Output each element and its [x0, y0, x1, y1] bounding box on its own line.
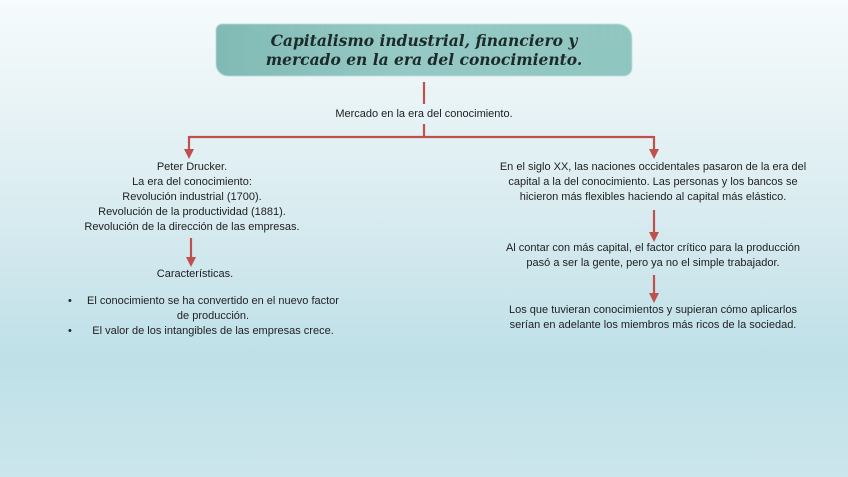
list-item: El conocimiento se ha convertido en el n… [62, 294, 342, 324]
right-node-1: En el siglo XX, las naciones occidentale… [499, 161, 807, 203]
title-banner: Capitalismo industrial, financiero y mer… [216, 24, 632, 76]
left-line-industrial: Revolución industrial (1700). [122, 191, 262, 203]
root-node: Mercado en la era del conocimiento. [335, 108, 513, 120]
left-branch-node: Peter Drucker. La era del conocimiento: … [60, 160, 324, 235]
title-brush-background [216, 24, 632, 76]
page-title: Capitalismo industrial, financiero y mer… [265, 31, 583, 69]
characteristics-list: El conocimiento se ha convertido en el n… [62, 294, 342, 339]
left-line-management: Revolución de la dirección de las empres… [84, 221, 300, 233]
list-item: El valor de los intangibles de las empre… [62, 324, 342, 339]
left-line-productivity: Revolución de la productividad (1881). [98, 206, 286, 218]
left-line-era: La era del conocimiento: [132, 176, 252, 188]
left-line-author: Peter Drucker. [156, 161, 228, 173]
right-node-3: Los que tuvieran conocimientos y supiera… [509, 304, 797, 331]
right-node-2: Al contar con más capital, el factor crí… [505, 242, 801, 269]
characteristics-label: Características. [156, 268, 234, 280]
